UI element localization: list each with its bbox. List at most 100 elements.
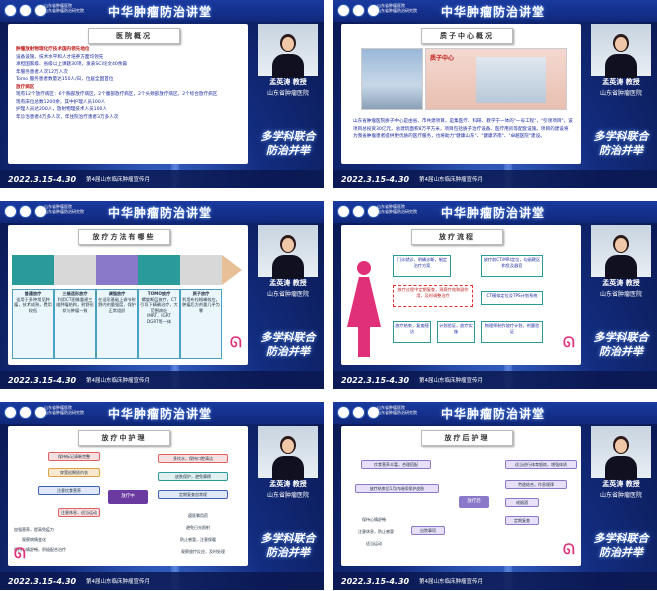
logo-icon <box>34 406 47 419</box>
slogan-line: 防治并举 <box>599 546 643 559</box>
bullet: 护理人员达200人，放射物理技术人员100人 <box>16 107 108 112</box>
mindmap-node: 保持标记清晰完整 <box>48 452 100 461</box>
method-desc: 在适形基础上调节射野内剂量强度，保护正常组织 <box>98 296 136 313</box>
bottom-bar <box>0 170 324 188</box>
mindmap-node: 多饮水，保持口腔清洁 <box>158 454 228 463</box>
slogan-line: 防治并举 <box>266 546 310 559</box>
speaker-body <box>605 54 637 78</box>
top-bar <box>0 0 324 22</box>
slide-proton-center: 质子中心概况 质子中心 山东省肿瘤医院质子中心是由省、市共建项目，是集医疗、科研… <box>341 24 581 164</box>
speaker-info: 孟英涛 教授山东省肿瘤医院 <box>585 479 657 499</box>
speaker-camera <box>591 426 651 480</box>
proton-center-render-image: 质子中心 <box>425 48 567 110</box>
slide-hospital-overview: 医院概况 肿瘤放射物理化疗技术国内领先地位 设备设施、技术水平和人才培养方面均领… <box>8 24 248 164</box>
mindmap-leaf: 注意休息，防止感冒 <box>358 529 394 534</box>
methods-banner <box>12 255 222 285</box>
logo-icon <box>34 4 47 17</box>
top-bar <box>0 402 324 424</box>
logo-icon <box>4 406 17 419</box>
pink-ribbon-icon: ᘏ <box>563 335 575 351</box>
program-title: 中华肿瘤防治讲堂 <box>108 206 213 220</box>
speaker-org: 山东省肿瘤医院 <box>599 492 642 499</box>
bullet: 现有床位总数1200余，其中护理人员100人 <box>16 99 106 105</box>
logo-icon <box>337 205 350 218</box>
slogan-line: 多学科联合 <box>260 130 316 143</box>
method-tile <box>180 255 222 285</box>
pencil-tip-icon <box>222 255 242 285</box>
speaker-org: 山东省肿瘤医院 <box>266 90 309 97</box>
slogan: 多学科联合防治并举 <box>583 331 657 359</box>
mindmap-node: 劳逸结合，作息规律 <box>505 480 567 489</box>
speaker-camera <box>258 24 318 78</box>
hospital-line: 山东省肿瘤医院 <box>377 204 405 209</box>
mindmap-leaf: 适当运动 <box>366 541 382 546</box>
method-tile <box>54 255 96 285</box>
hospital-name: 山东省肿瘤医院山东省肿瘤防治研究院 <box>44 3 94 13</box>
render-label: 质子中心 <box>430 55 455 62</box>
logo-icon <box>337 406 350 419</box>
method-name: 调强放疗 <box>108 291 126 296</box>
logo-group <box>4 205 47 218</box>
slide-treatment-flow: 放疗流程 门诊就诊，明确诊断，制定治疗方案 放疗前CT/MRI定位，勾画靶区和危… <box>341 225 581 365</box>
video-panel-3: 山东省肿瘤医院山东省肿瘤防治研究院 中华肿瘤防治讲堂 放疗方法有哪些 普通放疗适… <box>0 201 324 389</box>
method-tile <box>96 255 138 285</box>
mindmap-node: 适当进行体育锻炼，增强体质 <box>505 460 577 469</box>
speaker-name: 孟英涛 教授 <box>602 78 640 86</box>
top-bar <box>0 201 324 223</box>
render-building <box>476 57 546 103</box>
mindmap-node: 注意饮食营养 <box>38 486 100 495</box>
speaker-camera <box>258 225 318 279</box>
speaker-body <box>272 54 304 78</box>
bullet: 承担国家级、省级以上课题30项，发表SCI论文40余篇 <box>16 62 128 67</box>
method-name: 质子放疗 <box>192 291 210 296</box>
slogan-line: 防治并举 <box>599 345 643 358</box>
speaker-face <box>615 37 627 51</box>
mindmap-node: 穿宽松棉质内衣 <box>48 468 100 477</box>
hospital-name: 山东省肿瘤医院山东省肿瘤防治研究院 <box>377 3 427 13</box>
event-name: 第4届山东临床肿瘤宣传月 <box>419 177 484 183</box>
bullet: 年诊治患者4万多人次，年住院治疗患者3万多人次 <box>16 114 119 120</box>
bullet: 设备设施、技术水平和人才培养方面均领先 <box>16 54 104 60</box>
event-date: 2022.3.15-4.30 <box>341 376 410 385</box>
speaker-face <box>615 238 627 252</box>
logo-icon <box>367 205 380 218</box>
flow-step: 放疗结束，复查随访 <box>393 321 431 343</box>
slogan-line: 多学科联合 <box>260 532 316 545</box>
program-title: 中华肿瘤防治讲堂 <box>441 206 546 220</box>
speaker-camera <box>591 225 651 279</box>
flow-step: 计划验证，放疗实施 <box>437 321 475 343</box>
logo-group <box>337 4 380 17</box>
figure-dress <box>347 277 381 327</box>
slide-body: 山东省肿瘤医院质子中心是由省、市共建项目，是集医疗、科研、教学于一体的"一号工程… <box>353 119 573 139</box>
hospital-line: 山东省肿瘤防治研究院 <box>377 8 417 13</box>
mindmap-center: 放疗后 <box>459 496 489 508</box>
speaker-org: 山东省肿瘤医院 <box>266 291 309 298</box>
method-card: 普通放疗适用于多种常见肿瘤，技术成熟，费用较低 <box>12 289 54 359</box>
hospital-name: 山东省肿瘤医院山东省肿瘤防治研究院 <box>44 405 94 415</box>
speaker-body <box>272 255 304 279</box>
slogan-line: 防治并举 <box>266 144 310 157</box>
logo-group <box>337 205 380 218</box>
mindmap-node: 注意休息，适当运动 <box>58 508 100 517</box>
speaker-name: 孟英涛 教授 <box>269 78 307 86</box>
slide-body: 肿瘤放射物理化疗技术国内领先地位 设备设施、技术水平和人才培养方面均领先 承担国… <box>16 46 244 121</box>
mindmap-node: 定期复查血常规 <box>158 490 228 499</box>
hospital-line: 山东省肿瘤防治研究院 <box>44 8 84 13</box>
bottom-bar <box>333 572 657 590</box>
bottom-bar <box>333 170 657 188</box>
speaker-body <box>272 456 304 480</box>
top-bar <box>333 402 657 424</box>
mindmap-node: 定期复查 <box>505 516 539 525</box>
mindmap-node: 出院事项 <box>411 526 445 535</box>
speaker-face <box>282 238 294 252</box>
pink-ribbon-icon: ᘏ <box>230 335 242 351</box>
method-tile <box>12 255 54 285</box>
event-date: 2022.3.15-4.30 <box>341 577 410 586</box>
mindmap-leaf: 遵医嘱用药 <box>188 513 208 518</box>
top-bar <box>333 201 657 223</box>
logo-icon <box>34 205 47 218</box>
event-name: 第4届山东临床肿瘤宣传月 <box>419 579 484 585</box>
logo-icon <box>352 406 365 419</box>
slogan-line: 多学科联合 <box>593 532 649 545</box>
figure-legs <box>358 327 370 357</box>
